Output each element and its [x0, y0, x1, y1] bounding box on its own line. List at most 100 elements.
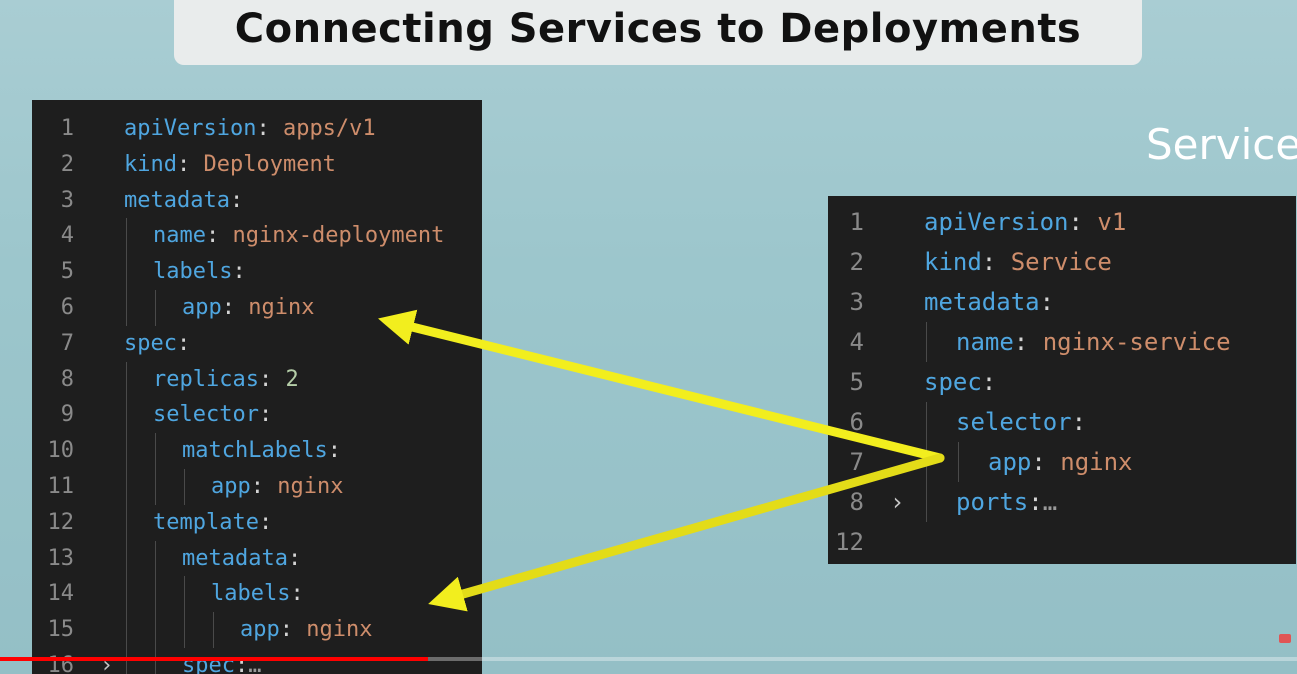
- yaml-key: metadata: [182, 545, 288, 571]
- arrow-to-deployment-label: [378, 309, 945, 463]
- yaml-key: replicas: [153, 366, 259, 392]
- line-number: 7: [849, 448, 864, 476]
- indent-guide: [926, 322, 927, 362]
- line-number: 13: [47, 545, 75, 571]
- line-number: 6: [849, 408, 864, 436]
- yaml-key: apiVersion: [124, 116, 257, 141]
- code-line[interactable]: 10 matchLabels:: [32, 433, 482, 470]
- yaml-value: nginx: [1045, 448, 1133, 476]
- indent-guide: [155, 648, 156, 674]
- code-text: kind: Service: [924, 248, 1112, 276]
- code-text: matchLabels:: [182, 438, 341, 464]
- arrow-to-template-label: [428, 453, 945, 612]
- code-text: apiVersion: v1: [924, 208, 1127, 236]
- indent-guide: [126, 576, 127, 613]
- code-text: spec:: [924, 368, 997, 396]
- code-text: selector:: [956, 408, 1087, 436]
- yaml-value: nginx-service: [1028, 328, 1231, 356]
- yaml-key: app: [240, 617, 280, 643]
- code-line[interactable]: 6 selector:: [828, 402, 1296, 442]
- line-number: 6: [60, 295, 74, 320]
- code-text: selector:: [153, 402, 273, 428]
- line-number: 5: [60, 259, 74, 285]
- yaml-key: apiVersion: [924, 208, 1069, 236]
- yaml-key: name: [956, 328, 1014, 356]
- line-number: 4: [60, 223, 74, 249]
- yaml-key: matchLabels: [182, 438, 328, 464]
- video-progress-bar[interactable]: [0, 657, 1297, 661]
- youtube-icon: [1279, 634, 1291, 643]
- indent-guide: [184, 469, 185, 505]
- yaml-key: spec: [124, 330, 177, 356]
- line-number: 11: [47, 474, 75, 499]
- slide-title: Connecting Services to Deployments: [234, 5, 1082, 52]
- code-line[interactable]: 2 kind: Service: [828, 242, 1296, 282]
- line-number: 12: [835, 528, 864, 556]
- code-line[interactable]: 8›ports:…: [828, 482, 1296, 522]
- line-number: 2: [849, 248, 864, 276]
- indent-guide: [126, 433, 127, 470]
- code-text: replicas: 2: [153, 366, 299, 392]
- code-line[interactable]: 12: [828, 522, 1296, 562]
- fold-chevron-icon[interactable]: ›: [890, 488, 905, 516]
- indent-guide: [213, 612, 214, 649]
- indent-guide: [126, 254, 127, 291]
- line-number: 8: [849, 488, 864, 516]
- indent-guide: [926, 402, 927, 442]
- indent-guide: [126, 361, 127, 398]
- title-banner: Connecting Services to Deployments: [174, 0, 1142, 65]
- yaml-key: name: [153, 223, 206, 249]
- yaml-value: Deployment: [190, 151, 336, 177]
- code-text: metadata:: [124, 187, 244, 213]
- code-text: kind: Deployment: [124, 151, 336, 177]
- yaml-key: labels: [153, 259, 233, 285]
- yaml-value: nginx-deployment: [219, 223, 445, 249]
- yaml-key: app: [182, 295, 222, 320]
- line-number: 10: [47, 438, 75, 464]
- indent-guide: [155, 540, 156, 577]
- indent-guide: [155, 290, 156, 326]
- yaml-key: labels: [211, 581, 291, 607]
- yaml-value: nginx: [293, 617, 373, 643]
- indent-guide: [155, 612, 156, 649]
- line-number: 15: [47, 617, 75, 643]
- yaml-key: template: [153, 509, 259, 535]
- indent-guide: [126, 504, 127, 541]
- yaml-key: spec: [924, 368, 982, 396]
- yaml-key: selector: [956, 408, 1072, 436]
- yaml-key: ports: [956, 488, 1029, 516]
- video-progress-fill: [0, 657, 428, 661]
- indent-guide: [184, 612, 185, 649]
- indent-guide: [126, 540, 127, 577]
- indent-guide: [126, 290, 127, 326]
- indent-guide: [126, 612, 127, 649]
- yaml-key: app: [988, 448, 1032, 476]
- yaml-key: metadata: [924, 288, 1040, 316]
- yaml-value: apps/v1: [269, 116, 376, 141]
- yaml-key: kind: [924, 248, 982, 276]
- indent-guide: [184, 576, 185, 613]
- folded-ellipsis[interactable]: …: [1042, 488, 1058, 516]
